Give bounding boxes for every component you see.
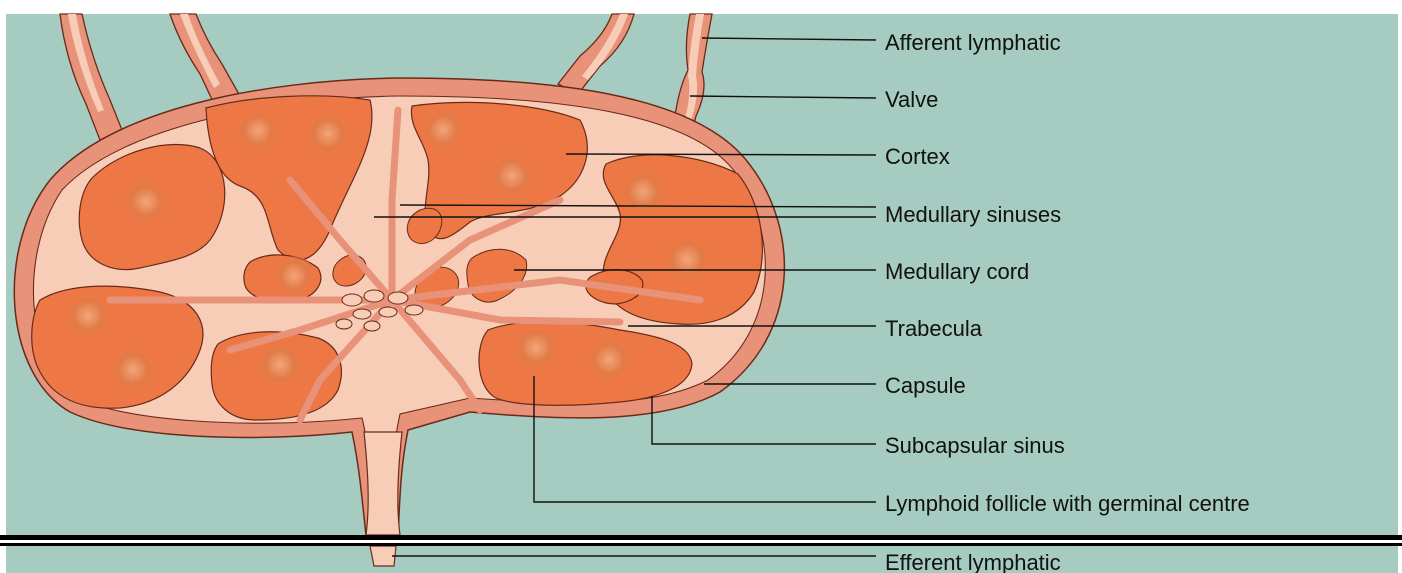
label-cortex: Cortex — [885, 144, 950, 169]
label-efferent-lymphatic: Efferent lymphatic — [885, 550, 1061, 573]
label-capsule: Capsule — [885, 373, 966, 398]
frame-bar — [0, 543, 1402, 546]
label-trabecula: Trabecula — [885, 316, 983, 341]
bottom-strip — [6, 546, 1398, 573]
label-valve: Valve — [885, 87, 938, 112]
label-lymphoid-follicle: Lymphoid follicle with germinal centre — [885, 491, 1250, 516]
efferent-vessel — [364, 432, 402, 535]
frame-bar — [0, 535, 1402, 540]
label-afferent-lymphatic: Afferent lymphatic — [885, 30, 1061, 55]
label-medullary-cord: Medullary cord — [885, 259, 1029, 284]
label-medullary-sinuses: Medullary sinuses — [885, 202, 1061, 227]
label-subcapsular-sinus: Subcapsular sinus — [885, 433, 1065, 458]
